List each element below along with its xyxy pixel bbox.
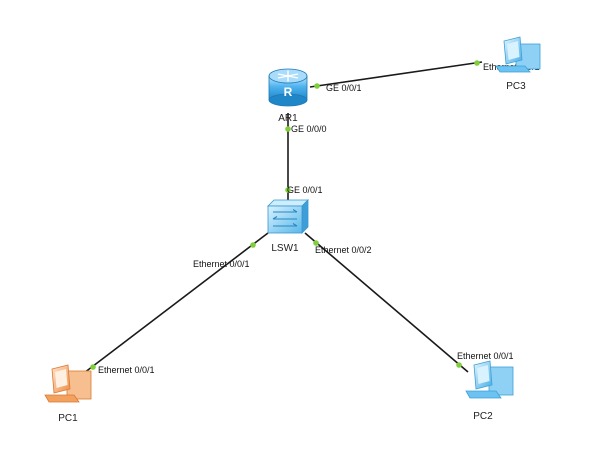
link-ar1-pc3[interactable] <box>309 61 483 88</box>
svg-text:R: R <box>284 85 293 99</box>
port-label-lsw1-eth002: Ethernet 0/0/2 <box>315 245 372 255</box>
pc3[interactable]: PC3 <box>495 36 541 92</box>
device-label-ar1: AR1 <box>278 113 298 124</box>
router-ar1[interactable]: R AR1 <box>268 68 308 124</box>
device-label-pc3: PC3 <box>506 81 526 92</box>
pc-icon <box>495 36 541 73</box>
port-dot-pc3-eth001 <box>474 60 480 66</box>
switch-lsw1[interactable]: LSW1 <box>267 199 309 254</box>
pc-icon <box>465 360 514 399</box>
switch-icon <box>267 199 309 234</box>
port-dot-lsw1-eth002 <box>313 240 319 246</box>
link-lsw1-pc2[interactable] <box>304 232 469 373</box>
port-dot-lsw1-ge001 <box>285 187 291 193</box>
device-label-pc2: PC2 <box>473 411 493 422</box>
port-dot-pc2-eth001 <box>456 362 462 368</box>
pc1[interactable]: PC1 <box>44 364 92 424</box>
pc2[interactable]: PC2 <box>465 360 514 422</box>
port-dot-lsw1-eth001 <box>250 242 256 248</box>
port-dot-ar1-ge000 <box>285 126 291 132</box>
link-lsw1-pc1[interactable] <box>79 232 269 377</box>
pc-icon <box>44 364 92 403</box>
port-label-lsw1-ge001: GE 0/0/1 <box>287 185 323 195</box>
router-icon: R <box>268 68 308 107</box>
port-label-pc1-eth001: Ethernet 0/0/1 <box>98 365 155 375</box>
device-label-lsw1: LSW1 <box>271 243 299 254</box>
device-label-pc1: PC1 <box>58 413 78 424</box>
port-label-ar1-ge000: GE 0/0/0 <box>291 124 327 134</box>
port-dot-ar1-ge001 <box>314 83 320 89</box>
port-dot-pc1-eth001 <box>90 364 96 370</box>
port-label-ar1-ge001: GE 0/0/1 <box>326 83 362 93</box>
port-label-lsw1-eth001: Ethernet 0/0/1 <box>193 259 250 269</box>
port-label-pc2-eth001: Ethernet 0/0/1 <box>457 351 514 361</box>
